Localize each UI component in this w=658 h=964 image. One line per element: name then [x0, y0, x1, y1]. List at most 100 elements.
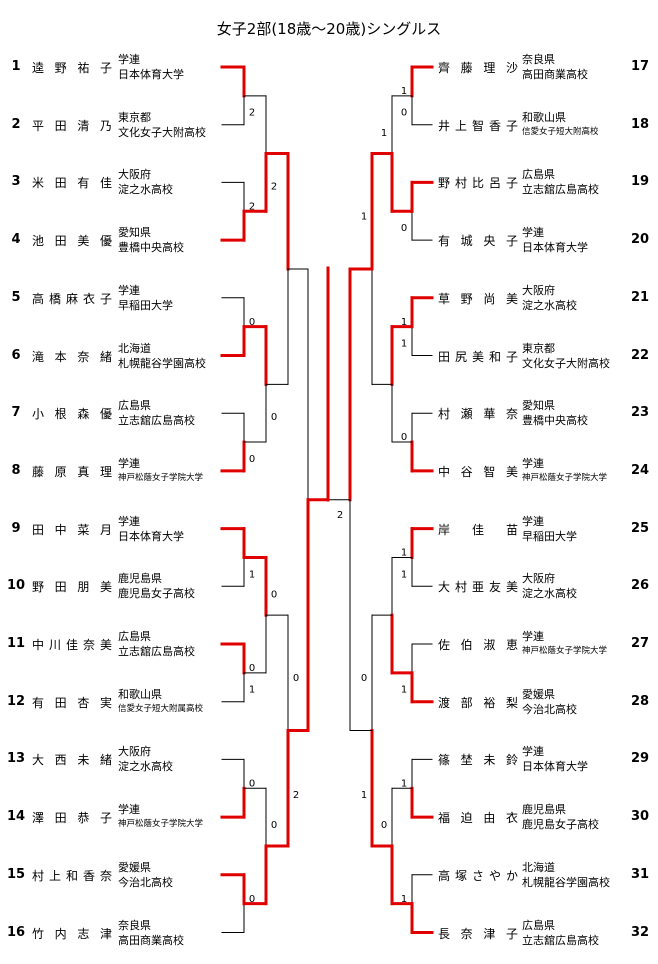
match-score: 2	[337, 510, 343, 521]
player-school: 神戸松蔭女子学院大学	[118, 472, 204, 483]
player-school: 今治北高校	[118, 875, 173, 889]
player-name: 野田朋美	[32, 580, 112, 595]
player-name: 中谷智美	[438, 464, 518, 479]
player-name: 竹内志津	[32, 926, 112, 941]
player-prefecture: 学連	[522, 226, 544, 240]
player-school: 神戸松蔭女子学院大学	[118, 819, 204, 830]
player-school: 日本体育大学	[522, 760, 588, 774]
match-score: 1	[249, 685, 255, 696]
player-name: 野村比呂子	[438, 176, 518, 191]
seed-number: 26	[630, 578, 650, 594]
player-name: 有城央子	[438, 234, 518, 249]
player-affiliation: 愛媛県今治北高校	[118, 860, 173, 890]
player-school: 信愛女子短大附高校	[522, 126, 599, 137]
seed-number: 13	[6, 751, 26, 767]
player-name: 逵野祐子	[32, 61, 112, 75]
player-prefecture: 大阪府	[522, 572, 555, 586]
match-score: 1	[401, 778, 407, 789]
player-name: 田中菜月	[32, 522, 112, 537]
player-prefecture: 奈良県	[522, 53, 555, 66]
player-school: 淀之水高校	[522, 587, 577, 601]
seed-number: 19	[630, 174, 650, 190]
match-score: 0	[293, 673, 299, 684]
player-school: 立志舘広島高校	[522, 183, 599, 197]
match-score: 0	[271, 820, 277, 831]
player-school: 札幌龍谷学園高校	[522, 875, 610, 889]
player-school: 豊橋中央高校	[118, 241, 184, 255]
player-name: 長奈津子	[438, 926, 518, 941]
seed-number: 7	[11, 405, 21, 421]
player-name: 米田有佳	[32, 176, 112, 191]
match-score: 1	[381, 128, 387, 139]
player-affiliation: 学連日本体育大学	[118, 52, 184, 82]
player-prefecture: 大阪府	[522, 283, 555, 297]
player-affiliation: 愛知県豊橋中央高校	[522, 398, 588, 428]
seed-number: 30	[630, 809, 650, 825]
seed-number: 5	[11, 289, 21, 305]
player-affiliation: 東京都文化女子大附高校	[522, 341, 610, 371]
player-name: 滝本奈緒	[32, 349, 112, 364]
match-score: 2	[271, 181, 277, 192]
player-school: 鹿児島女子高校	[118, 587, 195, 601]
seed-number: 17	[630, 59, 650, 74]
player-school: 高田商業高校	[118, 933, 184, 947]
match-score: 0	[249, 317, 255, 328]
match-score: 1	[401, 685, 407, 696]
player-prefecture: 広島県	[118, 399, 151, 413]
player-prefecture: 愛媛県	[118, 860, 151, 874]
match-score: 1	[249, 569, 255, 580]
match-score: 1	[401, 339, 407, 350]
seed-number: 2	[11, 116, 21, 132]
player-affiliation: 鹿児島県鹿児島女子高校	[522, 802, 599, 832]
seed-number: 25	[630, 520, 650, 536]
seed-number: 31	[630, 866, 650, 882]
player-prefecture: 大阪府	[118, 745, 151, 759]
player-name: 大村亜友美	[438, 580, 518, 595]
seed-number: 27	[630, 636, 650, 651]
player-affiliation: 奈良県高田商業高校	[522, 52, 588, 82]
player-affiliation: 学連日本体育大学	[522, 225, 588, 255]
player-name: 平田清乃	[32, 118, 112, 133]
player-affiliation: 北海道札幌龍谷学園高校	[118, 341, 206, 371]
player-prefecture: 学連	[118, 803, 140, 817]
player-name: 中川佳奈美	[32, 638, 112, 652]
player-prefecture: 学連	[118, 283, 140, 297]
match-score: 0	[361, 673, 367, 684]
player-name: 佐伯淑恵	[438, 638, 518, 652]
match-score: 1	[401, 86, 407, 97]
seed-number: 32	[630, 924, 650, 940]
player-affiliation: 学連早稲田大学	[522, 514, 577, 544]
player-school: 淀之水高校	[118, 183, 173, 197]
player-prefecture: 学連	[522, 745, 544, 759]
seed-number: 29	[630, 751, 650, 767]
player-prefecture: 和歌山県	[118, 687, 162, 701]
player-name: 井上智香子	[438, 118, 518, 133]
match-score: 0	[249, 778, 255, 789]
player-name: 渡部裕梨	[438, 695, 518, 710]
player-school: 日本体育大学	[118, 529, 184, 543]
player-name: 池田美優	[32, 234, 112, 249]
match-score: 2	[249, 108, 255, 119]
match-score: 0	[401, 108, 407, 119]
player-name: 齊藤理沙	[438, 61, 518, 75]
seed-number: 22	[630, 347, 650, 363]
player-affiliation: 大阪府淀之水高校	[118, 744, 173, 774]
player-prefecture: 愛媛県	[522, 687, 555, 701]
player-name: 高橋麻衣子	[32, 291, 112, 306]
match-score: 0	[271, 412, 277, 423]
seed-number: 23	[630, 405, 650, 421]
player-affiliation: 広島県立志舘広島高校	[522, 918, 599, 948]
player-school: 早稲田大学	[522, 529, 577, 543]
seed-number: 1	[11, 59, 21, 74]
player-school: 豊橋中央高校	[522, 414, 588, 428]
match-score: 0	[271, 589, 277, 600]
player-name: 大西未緒	[32, 753, 112, 768]
player-prefecture: 北海道	[522, 860, 555, 874]
player-affiliation: 愛知県豊橋中央高校	[118, 225, 184, 255]
match-score: 1	[401, 317, 407, 328]
player-prefecture: 鹿児島県	[522, 803, 566, 817]
player-prefecture: 学連	[118, 53, 140, 66]
player-school: 立志舘広島高校	[522, 933, 599, 947]
player-name: 藤原真理	[32, 464, 112, 479]
